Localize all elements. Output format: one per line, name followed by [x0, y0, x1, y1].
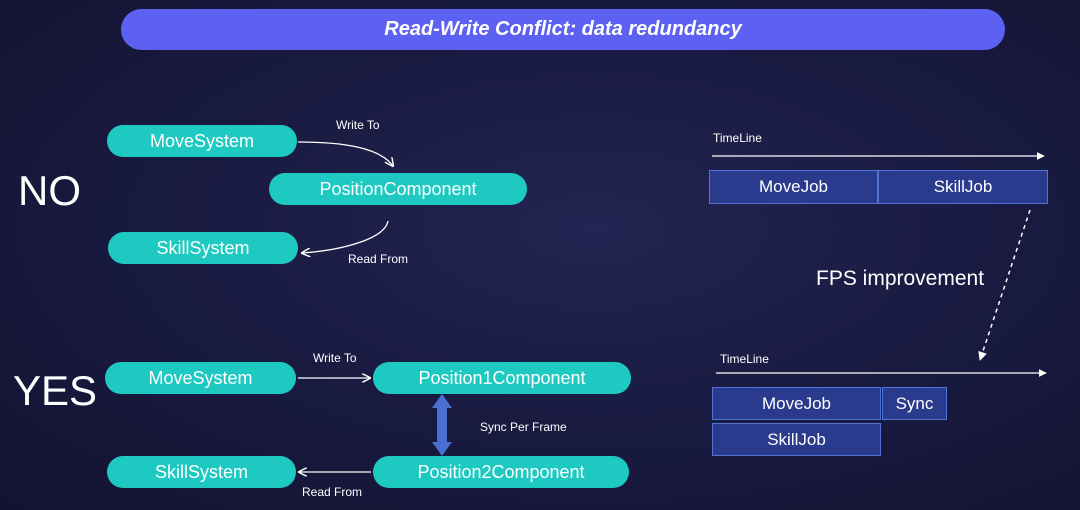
yes-label: YES: [13, 367, 98, 414]
sync-double-arrow: [432, 394, 452, 456]
no-read-from-label: Read From: [348, 252, 409, 266]
yes-read-from-label: Read From: [302, 485, 363, 499]
sync-per-frame-label: Sync Per Frame: [480, 420, 567, 434]
slide-title: Read-Write Conflict: data redundancy: [384, 18, 742, 40]
yes-skill-system-node: SkillSystem: [107, 456, 296, 488]
title-bar: Read-Write Conflict: data redundancy: [121, 9, 1005, 50]
no-label: NO: [18, 167, 81, 214]
no-skill-system-node: SkillSystem: [108, 232, 298, 264]
timeline-bottom-skilljob: SkillJob: [712, 423, 881, 456]
timeline-bottom-label: TimeLine: [720, 352, 769, 366]
no-move-system-node: MoveSystem: [107, 125, 297, 157]
no-write-to-label: Write To: [336, 118, 380, 132]
no-read-from-arrow: [302, 220, 389, 253]
fps-dashed-arrow: [978, 209, 1031, 361]
timeline-top-label: TimeLine: [713, 131, 762, 145]
no-write-to-arrow: [297, 141, 393, 166]
no-position-component-node: PositionComponent: [269, 173, 527, 205]
timeline-top-movejob: MoveJob: [709, 170, 878, 204]
timeline-bottom-movejob: MoveJob: [712, 387, 881, 420]
yes-move-system-node: MoveSystem: [105, 362, 296, 394]
fps-improvement-label: FPS improvement: [816, 267, 985, 290]
timeline-top-skilljob: SkillJob: [878, 170, 1048, 204]
yes-position2-component-node: Position2Component: [373, 456, 629, 488]
timeline-bottom-sync: Sync: [882, 387, 947, 420]
yes-position1-component-node: Position1Component: [373, 362, 631, 394]
yes-write-to-label: Write To: [313, 351, 357, 365]
